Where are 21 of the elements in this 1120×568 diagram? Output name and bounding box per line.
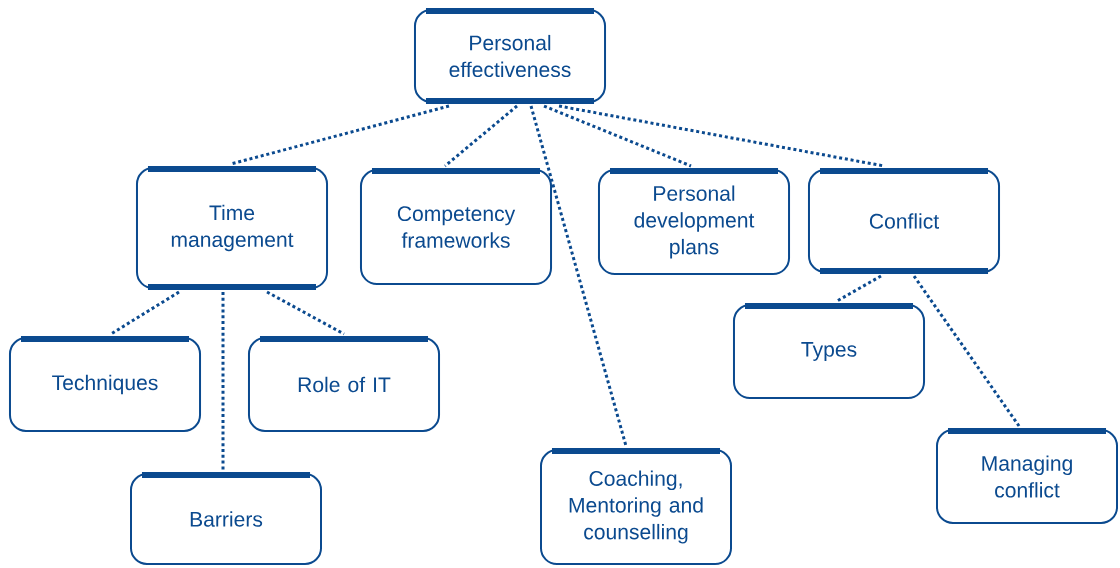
- topic-box: Role of IT: [248, 336, 441, 432]
- connector-line: [230, 104, 450, 166]
- connector-line: [543, 104, 692, 168]
- topic-box: Types: [733, 303, 926, 399]
- topic-box: Personal development plans: [598, 168, 791, 275]
- connector-line: [529, 105, 628, 447]
- connector-line: [110, 290, 180, 336]
- connector-line: [266, 290, 345, 336]
- topic-box: Conflict: [808, 168, 1001, 274]
- topic-box: Managing conflict: [936, 428, 1119, 524]
- topic-box: Competency frameworks: [360, 168, 553, 285]
- connector-line: [444, 104, 518, 168]
- connector-line: [221, 292, 225, 470]
- topic-box: Time management: [136, 166, 329, 290]
- topic-box: Coaching, Mentoring and counselling: [540, 448, 733, 565]
- connector-line: [912, 275, 1021, 427]
- topic-box: Techniques: [9, 336, 202, 432]
- topic-box: Barriers: [130, 472, 323, 565]
- connector-line: [836, 274, 882, 303]
- topic-box: Personal effectiveness: [414, 8, 607, 104]
- connector-line: [558, 104, 885, 168]
